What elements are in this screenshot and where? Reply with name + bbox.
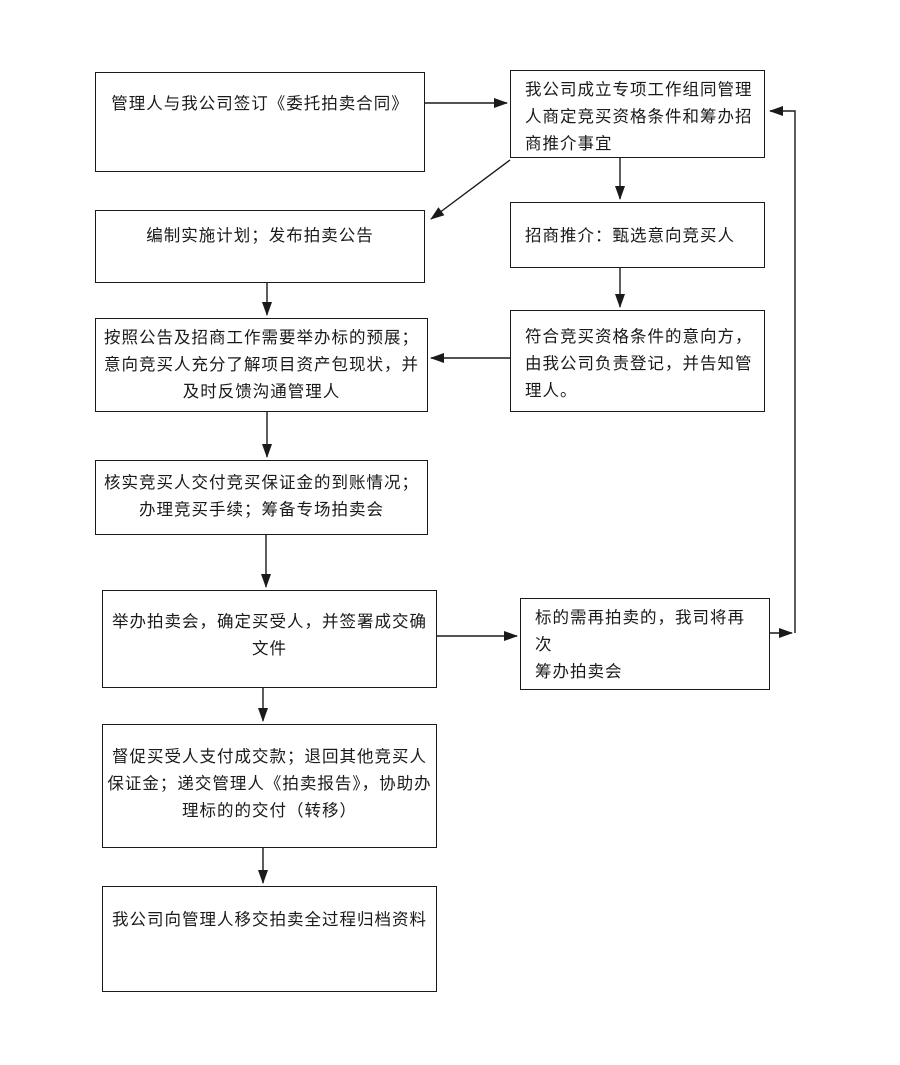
step-hold-auction: 举办拍卖会，确定买受人，并签署成交确 文件 — [102, 590, 437, 688]
step-form-working-group-label: 我公司成立专项工作组同管理 人商定竞买资格条件和筹办招 商推介事宜 — [525, 80, 753, 153]
step-investment-promotion: 招商推介：甄选意向竞买人 — [510, 202, 765, 268]
step-settlement-and-delivery: 督促买受人支付成交款；退回其他竞买人 保证金；递交管理人《拍卖报告》，协助办 理… — [102, 724, 437, 848]
step-preview-and-feedback-label: 按照公告及招商工作需要举办标的预展； 意向竞买人充分了解项目资产包现状，并 及时… — [104, 328, 419, 401]
step-plan-and-announce-label: 编制实施计划；发布拍卖公告 — [146, 226, 374, 245]
step-plan-and-announce: 编制实施计划；发布拍卖公告 — [95, 210, 425, 283]
step-archive-handover: 我公司向管理人移交拍卖全过程归档资料 — [102, 886, 437, 992]
step-settlement-and-delivery-label: 督促买受人支付成交款；退回其他竞买人 保证金；递交管理人《拍卖报告》，协助办 理… — [107, 747, 432, 820]
step-register-qualified-bidders: 符合竞买资格条件的意向方， 由我公司负责登记，并告知管 理人。 — [510, 310, 765, 412]
step-form-working-group: 我公司成立专项工作组同管理 人商定竞买资格条件和筹办招 商推介事宜 — [510, 70, 765, 158]
step-register-qualified-bidders-label: 符合竞买资格条件的意向方， 由我公司负责登记，并告知管 理人。 — [525, 327, 753, 400]
step-sign-auction-contract-label: 管理人与我公司签订《委托拍卖合同》 — [111, 94, 409, 113]
step-verify-deposit-label: 核实竞买人交付竞买保证金的到账情况； 办理竞买手续；筹备专场拍卖会 — [104, 473, 419, 519]
edge-re-auction-loop-to-working-group — [769, 106, 796, 633]
step-archive-handover-label: 我公司向管理人移交拍卖全过程归档资料 — [112, 910, 427, 929]
step-preview-and-feedback: 按照公告及招商工作需要举办标的预展； 意向竞买人充分了解项目资产包现状，并 及时… — [95, 318, 428, 412]
step-re-auction-label: 标的需再拍卖的，我司将再次 筹办拍卖会 — [535, 608, 745, 681]
step-hold-auction-label: 举办拍卖会，确定买受人，并签署成交确 文件 — [112, 612, 427, 658]
step-verify-deposit: 核实竞买人交付竞买保证金的到账情况； 办理竞买手续；筹备专场拍卖会 — [95, 460, 428, 535]
step-investment-promotion-label: 招商推介：甄选意向竞买人 — [525, 226, 735, 245]
step-sign-auction-contract: 管理人与我公司签订《委托拍卖合同》 — [95, 72, 425, 172]
edge-working-group-to-plan-announce — [430, 159, 511, 220]
step-re-auction: 标的需再拍卖的，我司将再次 筹办拍卖会 — [520, 598, 770, 690]
